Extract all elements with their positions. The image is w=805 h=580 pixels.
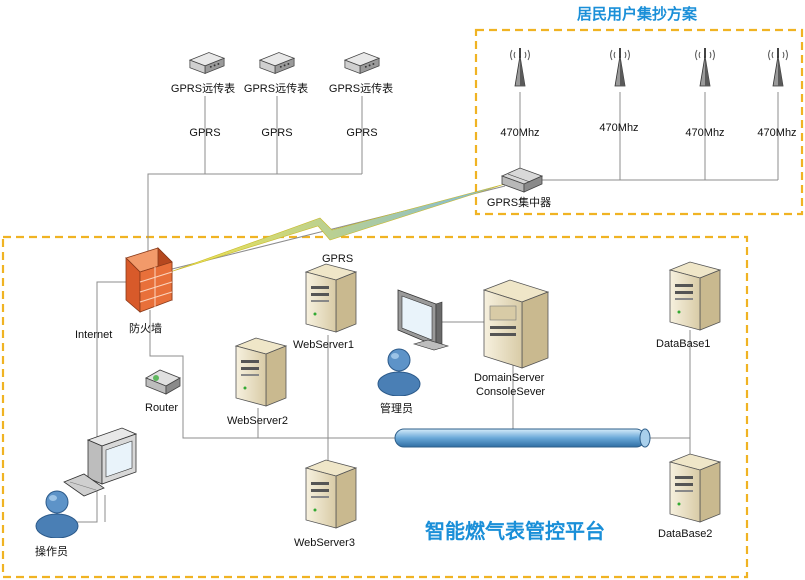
firewall-icon <box>125 247 173 313</box>
residential-title: 居民用户集抄方案 <box>577 5 698 23</box>
gprs-meter-3-link: GPRS <box>346 127 377 139</box>
database-1: DataBase1 <box>656 261 721 350</box>
router-icon <box>145 369 181 395</box>
keyboard-icon <box>63 473 105 497</box>
webserver-1-icon <box>305 263 357 333</box>
database-2-icon <box>669 453 721 523</box>
antenna-2-icon <box>610 47 630 87</box>
gprs-link-label: GPRS <box>322 253 353 265</box>
platform-title: 智能燃气表管控平台 <box>425 519 605 543</box>
console-server-label: ConsoleSever <box>476 386 545 398</box>
antenna-4-freq: 470Mhz <box>757 127 796 139</box>
router-label: Router <box>145 402 178 414</box>
operator-label: 操作员 <box>35 544 68 558</box>
gprs-meter-3-label: GPRS远传表 <box>329 81 393 95</box>
antenna-4: 470Mhz <box>757 47 797 139</box>
gprs-meter-3: GPRS远传表 GPRS <box>329 52 393 139</box>
network-bus <box>394 428 651 448</box>
admin-person-icon <box>377 348 421 396</box>
gprs-meter-1-label: GPRS远传表 <box>171 81 235 95</box>
gprs-meter-2-label: GPRS远传表 <box>244 81 308 95</box>
platform-region-border <box>1 235 749 579</box>
firewall: 防火墙 <box>125 247 173 335</box>
connection-wires <box>60 92 779 523</box>
antenna-3: 470Mhz <box>685 47 725 139</box>
operator-person-icon <box>35 490 79 538</box>
operator-workstation: 操作员 <box>35 427 138 558</box>
antenna-3-freq: 470Mhz <box>685 127 724 139</box>
antenna-1-icon <box>510 47 530 87</box>
antenna-4-icon <box>768 47 788 87</box>
firewall-label: 防火墙 <box>129 321 162 335</box>
webserver-1-label: WebServer1 <box>293 339 354 351</box>
webserver-3-icon <box>305 459 357 529</box>
webserver-3: WebServer3 <box>294 459 357 549</box>
gprs-meter-1-link: GPRS <box>189 127 220 139</box>
webserver-3-label: WebServer3 <box>294 537 355 549</box>
antenna-1: 470Mhz <box>500 47 540 139</box>
webserver-1: WebServer1 <box>293 263 357 351</box>
gprs-meter-2-link: GPRS <box>261 127 292 139</box>
admin-workstation: 管理员 <box>377 289 450 415</box>
domain-console-server: DomainServer ConsoleSever <box>474 279 550 398</box>
residential-region-border <box>474 28 804 216</box>
database-1-label: DataBase1 <box>656 338 710 350</box>
admin-label: 管理员 <box>380 401 413 415</box>
antenna-1-freq: 470Mhz <box>500 127 539 139</box>
antenna-2-freq: 470Mhz <box>599 122 638 134</box>
webserver-2: WebServer2 <box>227 337 288 427</box>
webserver-2-label: WebServer2 <box>227 415 288 427</box>
monitor-icon <box>397 289 450 351</box>
webserver-2-icon <box>235 337 287 407</box>
gprs-meter-2: GPRS远传表 GPRS <box>244 52 308 139</box>
antenna-3-icon <box>695 47 715 87</box>
operator-pc-icon <box>86 427 138 485</box>
database-2: DataBase2 <box>658 453 721 540</box>
antenna-2: 470Mhz <box>599 47 639 134</box>
router: Router <box>145 369 181 414</box>
concentrator-icon <box>500 167 544 193</box>
database-1-icon <box>669 261 721 331</box>
database-2-label: DataBase2 <box>658 528 712 540</box>
gprs-meter-1: GPRS远传表 GPRS <box>171 52 235 139</box>
domain-server-icon <box>482 279 550 369</box>
gprs-concentrator: GPRS集中器 <box>487 167 551 209</box>
concentrator-label: GPRS集中器 <box>487 195 551 209</box>
internet-label: Internet <box>75 329 112 341</box>
domain-server-label: DomainServer <box>474 372 545 384</box>
